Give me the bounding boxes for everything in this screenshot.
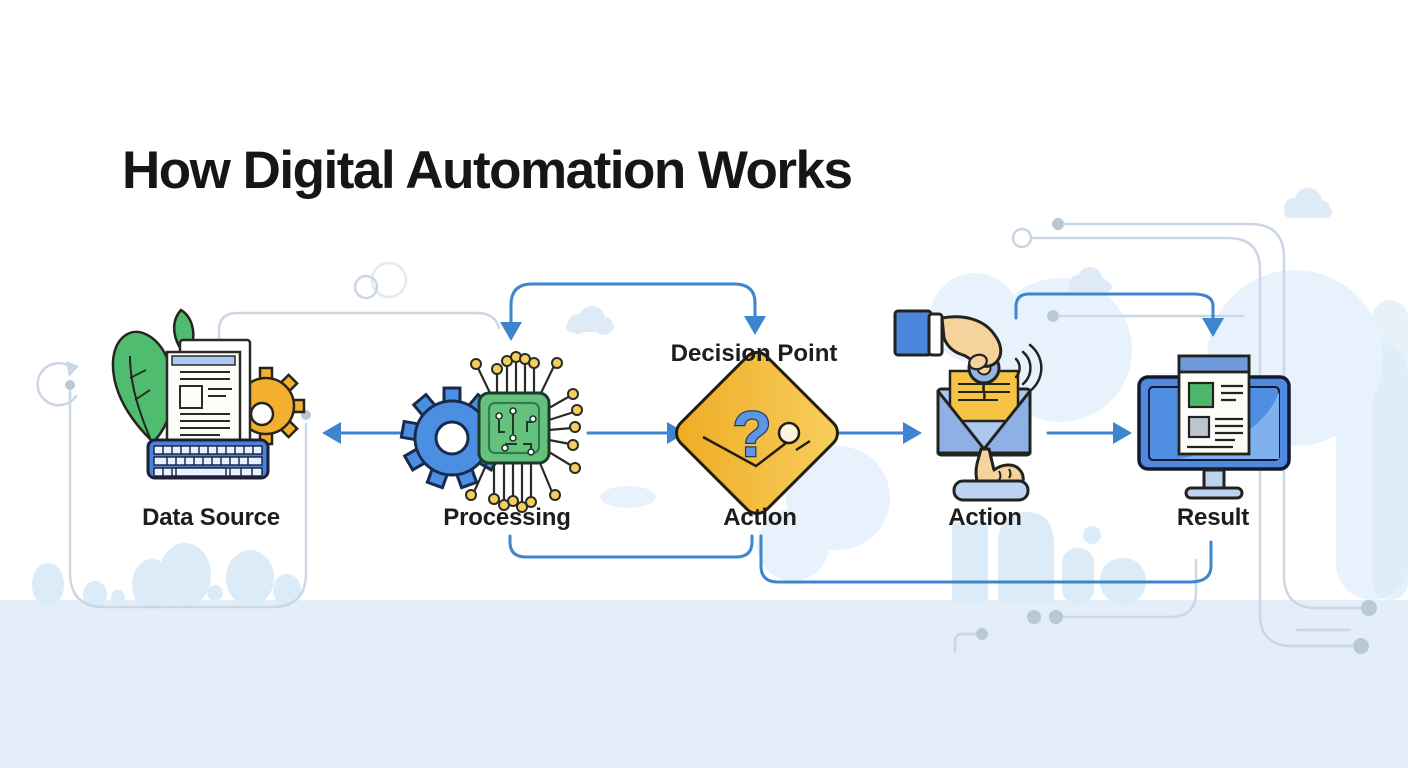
label-data-source: Data Source <box>142 504 280 531</box>
arrow-down-icon <box>1202 318 1224 337</box>
bottom-band <box>0 600 1408 768</box>
monitor-stand <box>1202 468 1226 490</box>
signal-waves-icon <box>1014 343 1043 393</box>
label-decision-action: Action <box>723 504 797 531</box>
report-document-icon <box>1177 354 1251 456</box>
cloud-icon <box>1284 188 1332 218</box>
decision-diamond-icon: ? <box>675 351 839 515</box>
sleeve <box>893 309 933 357</box>
arrow-left-icon <box>322 422 341 444</box>
flow-connectors <box>322 282 1224 584</box>
label-result: Result <box>1176 504 1250 531</box>
label-notify-action: Action <box>948 504 1022 531</box>
bush-silhouette <box>32 543 301 611</box>
arrow-down-icon <box>500 322 522 341</box>
button-base <box>952 479 1030 502</box>
arrow-right-icon <box>903 422 922 444</box>
decision-point-annotation: Decision Point <box>670 340 838 367</box>
seal-icon <box>777 421 801 445</box>
result-monitor-icon <box>1137 354 1291 500</box>
reaching-hand-icon <box>893 309 1003 371</box>
page-title: How Digital Automation Works <box>122 140 853 200</box>
action-hand-envelope-icon <box>893 309 1043 502</box>
background-scenery <box>0 188 1408 768</box>
processing-icon <box>399 351 583 513</box>
label-processing: Processing <box>443 504 571 531</box>
document-icon <box>165 350 242 454</box>
arrow-down-icon <box>744 316 766 335</box>
arrow-right-icon <box>1113 422 1132 444</box>
data-source-icon <box>111 308 306 480</box>
leaf-icon <box>111 330 175 444</box>
keyboard-icon <box>146 438 270 480</box>
cloud-icon <box>566 306 614 335</box>
microchip-icon <box>465 351 583 513</box>
cloud-icon <box>1068 267 1112 294</box>
question-mark: ? <box>732 398 771 470</box>
